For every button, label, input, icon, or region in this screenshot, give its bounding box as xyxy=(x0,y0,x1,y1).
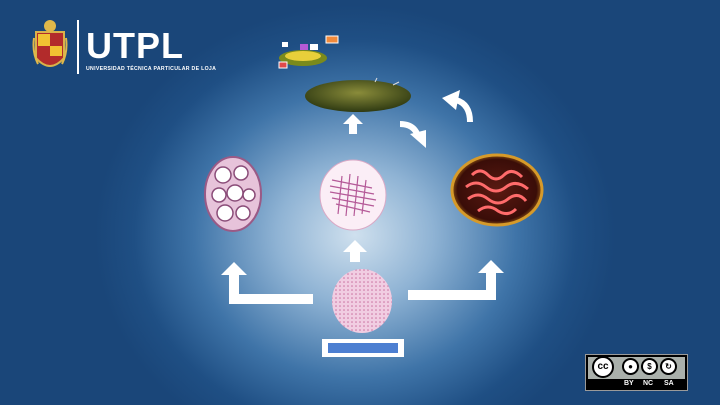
leaf-icon xyxy=(303,76,413,116)
curved-arrow-up-icon xyxy=(440,90,476,124)
leaf-thumbnail-icon xyxy=(276,34,342,74)
label-bar-fill xyxy=(328,343,398,353)
sa-sharealike-icon: ↻ xyxy=(660,358,677,375)
nc-noncommercial-icon: $ xyxy=(641,358,658,375)
cc-label-sa: SA xyxy=(664,380,674,387)
by-attribution-icon: ● xyxy=(622,358,639,375)
adipose-cell-icon xyxy=(203,155,263,233)
mitochondrion-icon xyxy=(450,153,545,228)
cc-label-nc: NC xyxy=(643,380,654,387)
arrow-bent-right-icon xyxy=(408,260,504,302)
arrow-up-center-icon xyxy=(343,240,367,262)
striated-cell-icon xyxy=(318,158,388,232)
arrow-up-icon xyxy=(343,114,363,134)
label-bar xyxy=(322,339,404,357)
logo-wordmark: UTPL xyxy=(86,25,184,66)
utpl-crest-icon xyxy=(32,18,68,78)
granular-cell-icon xyxy=(330,268,394,334)
logo-subtitle: UNIVERSIDAD TÉCNICA PARTICULAR DE LOJA xyxy=(86,66,217,72)
logo-divider xyxy=(77,20,79,74)
curved-arrow-down-icon xyxy=(396,118,430,150)
cc-label-by: BY xyxy=(624,380,634,387)
cc-license-badge[interactable]: cc ● $ ↻ BY NC SA xyxy=(585,354,688,391)
cc-icon: cc xyxy=(592,356,614,378)
arrow-bent-left-icon xyxy=(221,262,313,306)
